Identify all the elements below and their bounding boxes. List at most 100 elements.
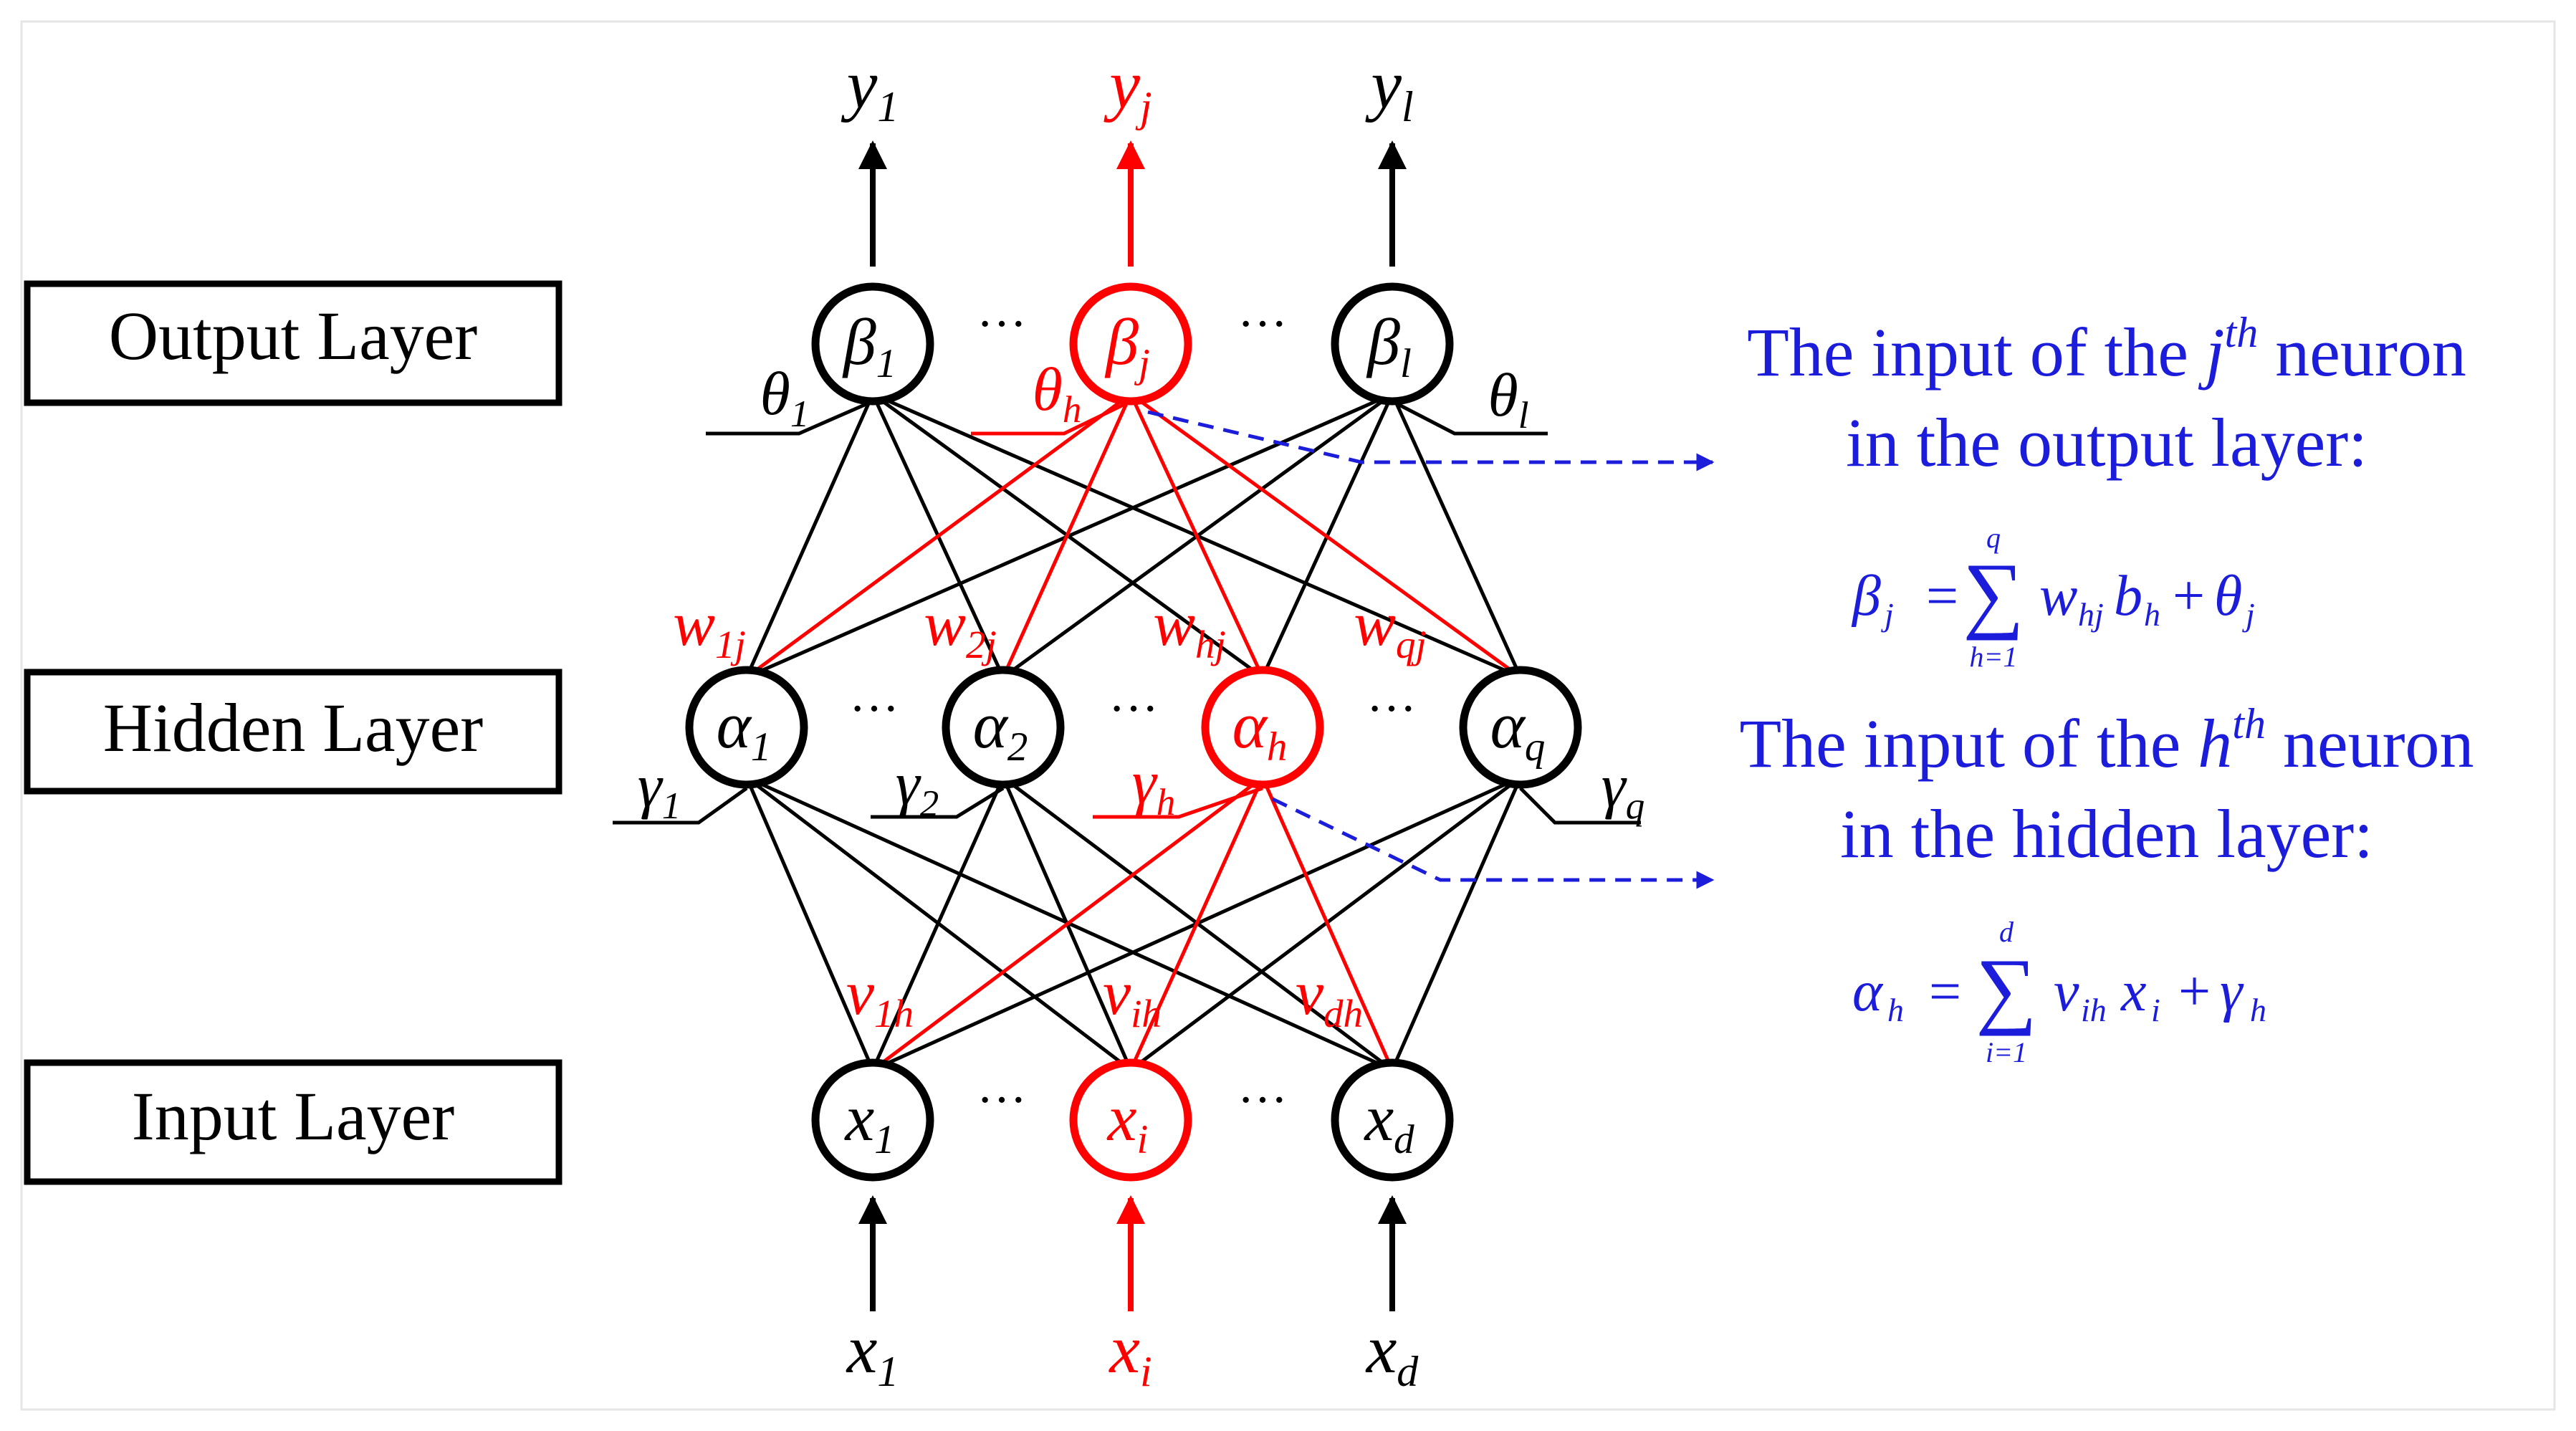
- svg-text:=: =: [1929, 960, 1961, 1023]
- output-node-l: βl: [1331, 282, 1454, 406]
- output-node-label-l: βl: [1366, 305, 1412, 386]
- ellipsis-2: ···: [849, 681, 899, 737]
- input-node-label-1: x1: [843, 1081, 894, 1162]
- svg-text:γ: γ: [2220, 960, 2244, 1023]
- svg-text:q: q: [1986, 522, 2001, 554]
- output-node-label-j: βj: [1104, 305, 1150, 386]
- threshold-tick-hidden-3: [1519, 787, 1641, 825]
- svg-text:v: v: [2054, 960, 2079, 1023]
- annotation-pointers: [1147, 410, 1715, 889]
- edge-input-2-hidden-3: [1390, 776, 1523, 1071]
- threshold-hidden-q: γq: [1601, 751, 1644, 827]
- hidden-formula: α h = d ∑ i=1 v ih x i + γ h: [1852, 916, 2266, 1068]
- output-annotation-line2: in the output layer:: [1846, 404, 2367, 481]
- hidden-annotation: The input of the hth neuron in the hidde…: [1739, 700, 2474, 1068]
- outer-frame: [20, 20, 2556, 1411]
- weight-w-2j: w2j: [924, 590, 996, 666]
- hidden-node-2: α2: [942, 666, 1065, 789]
- weight-v-dh: vdh: [1296, 959, 1363, 1035]
- svg-text:x: x: [2120, 960, 2147, 1023]
- hidden-node-label-q: αq: [1490, 689, 1546, 770]
- edge-input-2-hidden-h: [1260, 776, 1394, 1071]
- output-annotation-pointer: [1147, 410, 1715, 472]
- output-node-j: βj: [1069, 282, 1192, 406]
- hidden-node-label-1: α1: [717, 689, 772, 770]
- red-connections: [745, 392, 1522, 1071]
- output-formula: β j = q ∑ h=1 w hj b h + θ j: [1851, 522, 2255, 673]
- threshold-hidden-2: γ2: [896, 749, 939, 825]
- svg-text:+: +: [2178, 960, 2211, 1023]
- threshold-tick-hidden-2: [1093, 786, 1263, 819]
- output-annotation: The input of the jth neuron in the outpu…: [1747, 309, 2466, 673]
- hidden-annotation-pointer: [1271, 797, 1715, 889]
- output-layer-label: Output Layer: [109, 297, 478, 374]
- nodes: β1 βj βl α1 α2 αh αq x1 xi xd: [685, 282, 1582, 1182]
- threshold-tick-hidden-1: [871, 786, 1005, 819]
- edge-hidden-2-output-j: [1129, 393, 1265, 679]
- output-label-j: yj: [1103, 46, 1151, 130]
- input-layer-label-box: Input Layer: [24, 1059, 562, 1185]
- svg-text:h: h: [1887, 992, 1904, 1028]
- ellipsis-4: ···: [1366, 681, 1417, 737]
- input-node-d: xd: [1331, 1058, 1454, 1182]
- input-node-label-i: xi: [1106, 1081, 1149, 1162]
- svg-text:i: i: [2151, 992, 2160, 1028]
- threshold-tick-output-0: [706, 399, 874, 436]
- hidden-annotation-line2: in the hidden layer:: [1840, 795, 2373, 872]
- weight-w-qj: wqj: [1354, 590, 1426, 666]
- threshold-output-l: θl: [1488, 360, 1529, 436]
- weight-w-1j: w1j: [673, 590, 745, 666]
- edge-hidden-3-output-2: [1390, 393, 1523, 679]
- io-arrows: y1 yj yl x1 xi xd: [841, 46, 1419, 1395]
- svg-text:d: d: [1999, 916, 2014, 948]
- svg-text:=: =: [1926, 565, 1958, 628]
- svg-text:h: h: [2250, 992, 2266, 1028]
- svg-text:ih: ih: [2081, 992, 2107, 1028]
- input-label-i: xi: [1108, 1311, 1151, 1395]
- edge-hidden-1-output-j: [1001, 393, 1133, 679]
- edge-input-0-hidden-1: [871, 776, 1005, 1071]
- output-label-l: yl: [1364, 46, 1413, 130]
- edge-hidden-0-output-0: [744, 393, 875, 679]
- svg-text:θ: θ: [2214, 565, 2242, 628]
- edge-input-1-hidden-h: [1129, 776, 1265, 1071]
- edge-hidden-0-output-j: [745, 392, 1132, 679]
- threshold-tick-output-1: [971, 399, 1132, 436]
- hidden-layer-label-box: Hidden Layer: [24, 669, 562, 795]
- hidden-node-q: αq: [1459, 666, 1582, 789]
- output-node-label-1: β1: [842, 305, 896, 386]
- input-node-i: xi: [1069, 1058, 1192, 1182]
- weight-labels: w1j w2j whj wqj v1h vih vdh: [673, 590, 1426, 1035]
- ellipsis-3: ···: [1109, 681, 1159, 737]
- input-layer-label: Input Layer: [132, 1078, 455, 1154]
- hidden-node-h: αh: [1201, 666, 1324, 789]
- weight-v-1h: v1h: [846, 959, 914, 1035]
- svg-text:β: β: [1851, 565, 1881, 628]
- ellipsis-0: ···: [977, 297, 1027, 352]
- hidden-layer-label: Hidden Layer: [103, 689, 483, 766]
- hidden-node-label-2: α2: [973, 689, 1028, 770]
- threshold-output-h: θh: [1033, 355, 1082, 431]
- svg-text:i=1: i=1: [1986, 1036, 2027, 1068]
- svg-text:b: b: [2114, 565, 2142, 628]
- threshold-output-1: θ1: [760, 359, 810, 435]
- hidden-annotation-line1: The input of the hth neuron: [1739, 700, 2474, 782]
- input-node-1: x1: [811, 1058, 934, 1182]
- weight-w-hj: whj: [1153, 590, 1225, 666]
- weight-v-ih: vih: [1103, 959, 1162, 1035]
- ellipsis-1: ···: [1237, 297, 1288, 352]
- threshold-hidden-1: γ1: [638, 751, 681, 827]
- output-label-1: y1: [841, 46, 899, 130]
- threshold-tick-output-2: [1391, 399, 1548, 436]
- svg-text:+: +: [2173, 565, 2205, 628]
- hidden-node-label-h: αh: [1232, 689, 1288, 770]
- svg-text:hj: hj: [2078, 596, 2104, 633]
- threshold-tick-hidden-0: [613, 786, 748, 825]
- input-label-1: x1: [846, 1311, 899, 1395]
- output-annotation-line1: The input of the jth neuron: [1747, 309, 2466, 391]
- input-label-d: xd: [1365, 1311, 1419, 1395]
- svg-text:w: w: [2039, 565, 2077, 628]
